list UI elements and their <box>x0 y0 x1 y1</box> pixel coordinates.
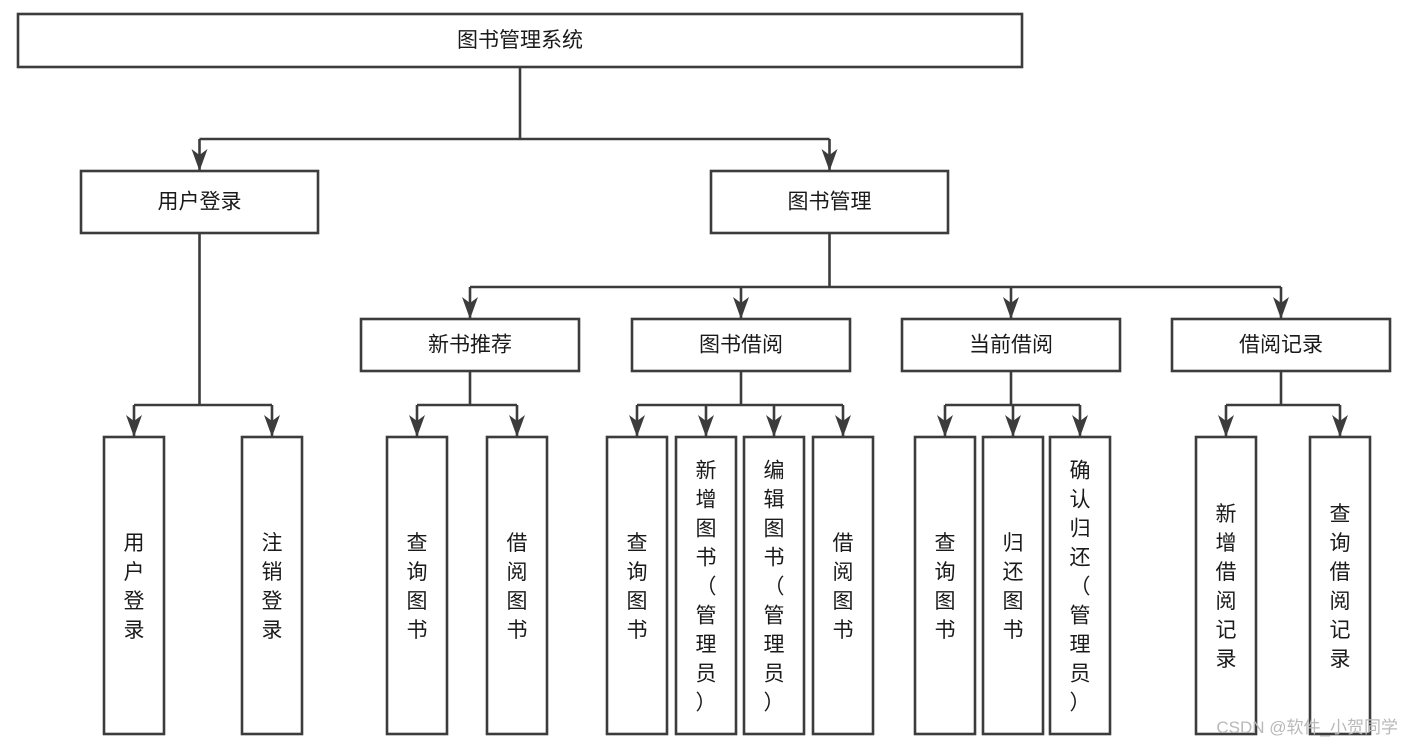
node-leaf-return-book[interactable]: 归还图书 <box>981 435 1045 736</box>
node-leaf-confirm-return[interactable]: 确认归还（管理员） <box>1048 435 1112 736</box>
node-box <box>605 435 669 736</box>
arrow-head-icon <box>264 415 280 437</box>
node-leaf-query-book-cur[interactable]: 查询图书 <box>913 435 977 736</box>
node-leaf-user-logout[interactable]: 注销登录 <box>240 435 304 736</box>
node-leaf-add-record[interactable]: 新增借阅记录 <box>1194 435 1258 736</box>
node-box <box>900 317 1122 373</box>
node-book-borrow[interactable]: 图书借阅 <box>630 317 852 373</box>
arrow-head-icon <box>733 297 749 319</box>
node-label: 图书借阅 <box>699 334 783 357</box>
node-leaf-borrow-book[interactable]: 借阅图书 <box>811 435 875 736</box>
node-label: 图书管理 <box>788 191 872 214</box>
arrow-head-icon <box>698 415 714 437</box>
csdn-watermark: CSDN @软件_小贺同学 <box>1216 718 1398 737</box>
node-leaf-edit-book[interactable]: 编辑图书（管理员） <box>742 435 806 736</box>
node-label: 借阅记录 <box>1239 334 1323 357</box>
node-book-manage[interactable]: 图书管理 <box>709 169 950 235</box>
node-label: 借阅图书 <box>833 532 854 642</box>
node-label: 查询图书 <box>627 532 648 642</box>
arrow-head-icon <box>835 415 851 437</box>
node-leaf-query-record[interactable]: 查询借阅记录 <box>1308 435 1372 736</box>
node-label: 用户登录 <box>124 532 145 642</box>
node-label: 当前借阅 <box>969 334 1053 357</box>
node-new-book-rec[interactable]: 新书推荐 <box>359 317 581 373</box>
arrow-head-icon <box>821 149 838 171</box>
arrow-head-icon <box>1332 415 1348 437</box>
node-label: 新书推荐 <box>428 334 512 357</box>
node-layer: 图书管理系统用户登录图书管理新书推荐图书借阅当前借阅借阅记录用户登录注销登录查询… <box>16 12 1392 736</box>
arrow-head-icon <box>629 415 645 437</box>
node-leaf-add-book[interactable]: 新增图书（管理员） <box>674 435 738 736</box>
arrow-head-icon <box>766 415 782 437</box>
node-user-login[interactable]: 用户登录 <box>79 169 320 235</box>
node-current-borrow[interactable]: 当前借阅 <box>900 317 1122 373</box>
node-box <box>913 435 977 736</box>
node-root[interactable]: 图书管理系统 <box>16 12 1024 69</box>
node-label: 查询借阅记录 <box>1330 503 1351 671</box>
node-box <box>102 435 166 736</box>
node-label: 图书管理系统 <box>457 29 583 52</box>
node-box <box>485 435 549 736</box>
node-box <box>630 317 852 373</box>
node-box <box>79 169 320 235</box>
node-label: 归还图书 <box>1003 532 1024 642</box>
node-borrow-record[interactable]: 借阅记录 <box>1170 317 1392 373</box>
arrow-head-icon <box>126 415 142 437</box>
node-box <box>1194 435 1258 736</box>
node-box <box>359 317 581 373</box>
node-box <box>709 169 950 235</box>
node-label: 注销登录 <box>262 532 283 642</box>
node-label: 新增图书（管理员） <box>696 460 717 715</box>
node-box <box>742 435 806 736</box>
node-box <box>981 435 1045 736</box>
node-box <box>674 435 738 736</box>
node-leaf-borrow-book-rec[interactable]: 借阅图书 <box>485 435 549 736</box>
node-leaf-query-book-borrow[interactable]: 查询图书 <box>605 435 669 736</box>
arrow-head-icon <box>191 149 208 171</box>
node-label: 编辑图书（管理员） <box>764 460 785 715</box>
arrow-head-icon <box>937 415 953 437</box>
node-label: 确认归还（管理员） <box>1070 460 1091 715</box>
node-label: 新增借阅记录 <box>1216 503 1237 671</box>
node-label: 查询图书 <box>935 532 956 642</box>
arrow-head-icon <box>409 415 425 437</box>
node-box <box>16 12 1024 69</box>
node-leaf-user-login[interactable]: 用户登录 <box>102 435 166 736</box>
node-box <box>385 435 449 736</box>
arrow-head-icon <box>1005 415 1021 437</box>
arrow-head-icon <box>1218 415 1234 437</box>
node-label: 查询图书 <box>407 532 428 642</box>
arrow-head-icon <box>462 297 478 319</box>
node-label: 借阅图书 <box>507 532 528 642</box>
arrow-head-icon <box>1072 415 1088 437</box>
node-box <box>240 435 304 736</box>
node-leaf-query-book-rec[interactable]: 查询图书 <box>385 435 449 736</box>
arrow-head-icon <box>1003 297 1019 319</box>
node-label: 用户登录 <box>158 191 242 214</box>
node-box <box>811 435 875 736</box>
connector-layer <box>126 67 1348 437</box>
node-box <box>1170 317 1392 373</box>
arrow-head-icon <box>1273 297 1289 319</box>
arrow-head-icon <box>509 415 525 437</box>
node-box <box>1308 435 1372 736</box>
node-box <box>1048 435 1112 736</box>
